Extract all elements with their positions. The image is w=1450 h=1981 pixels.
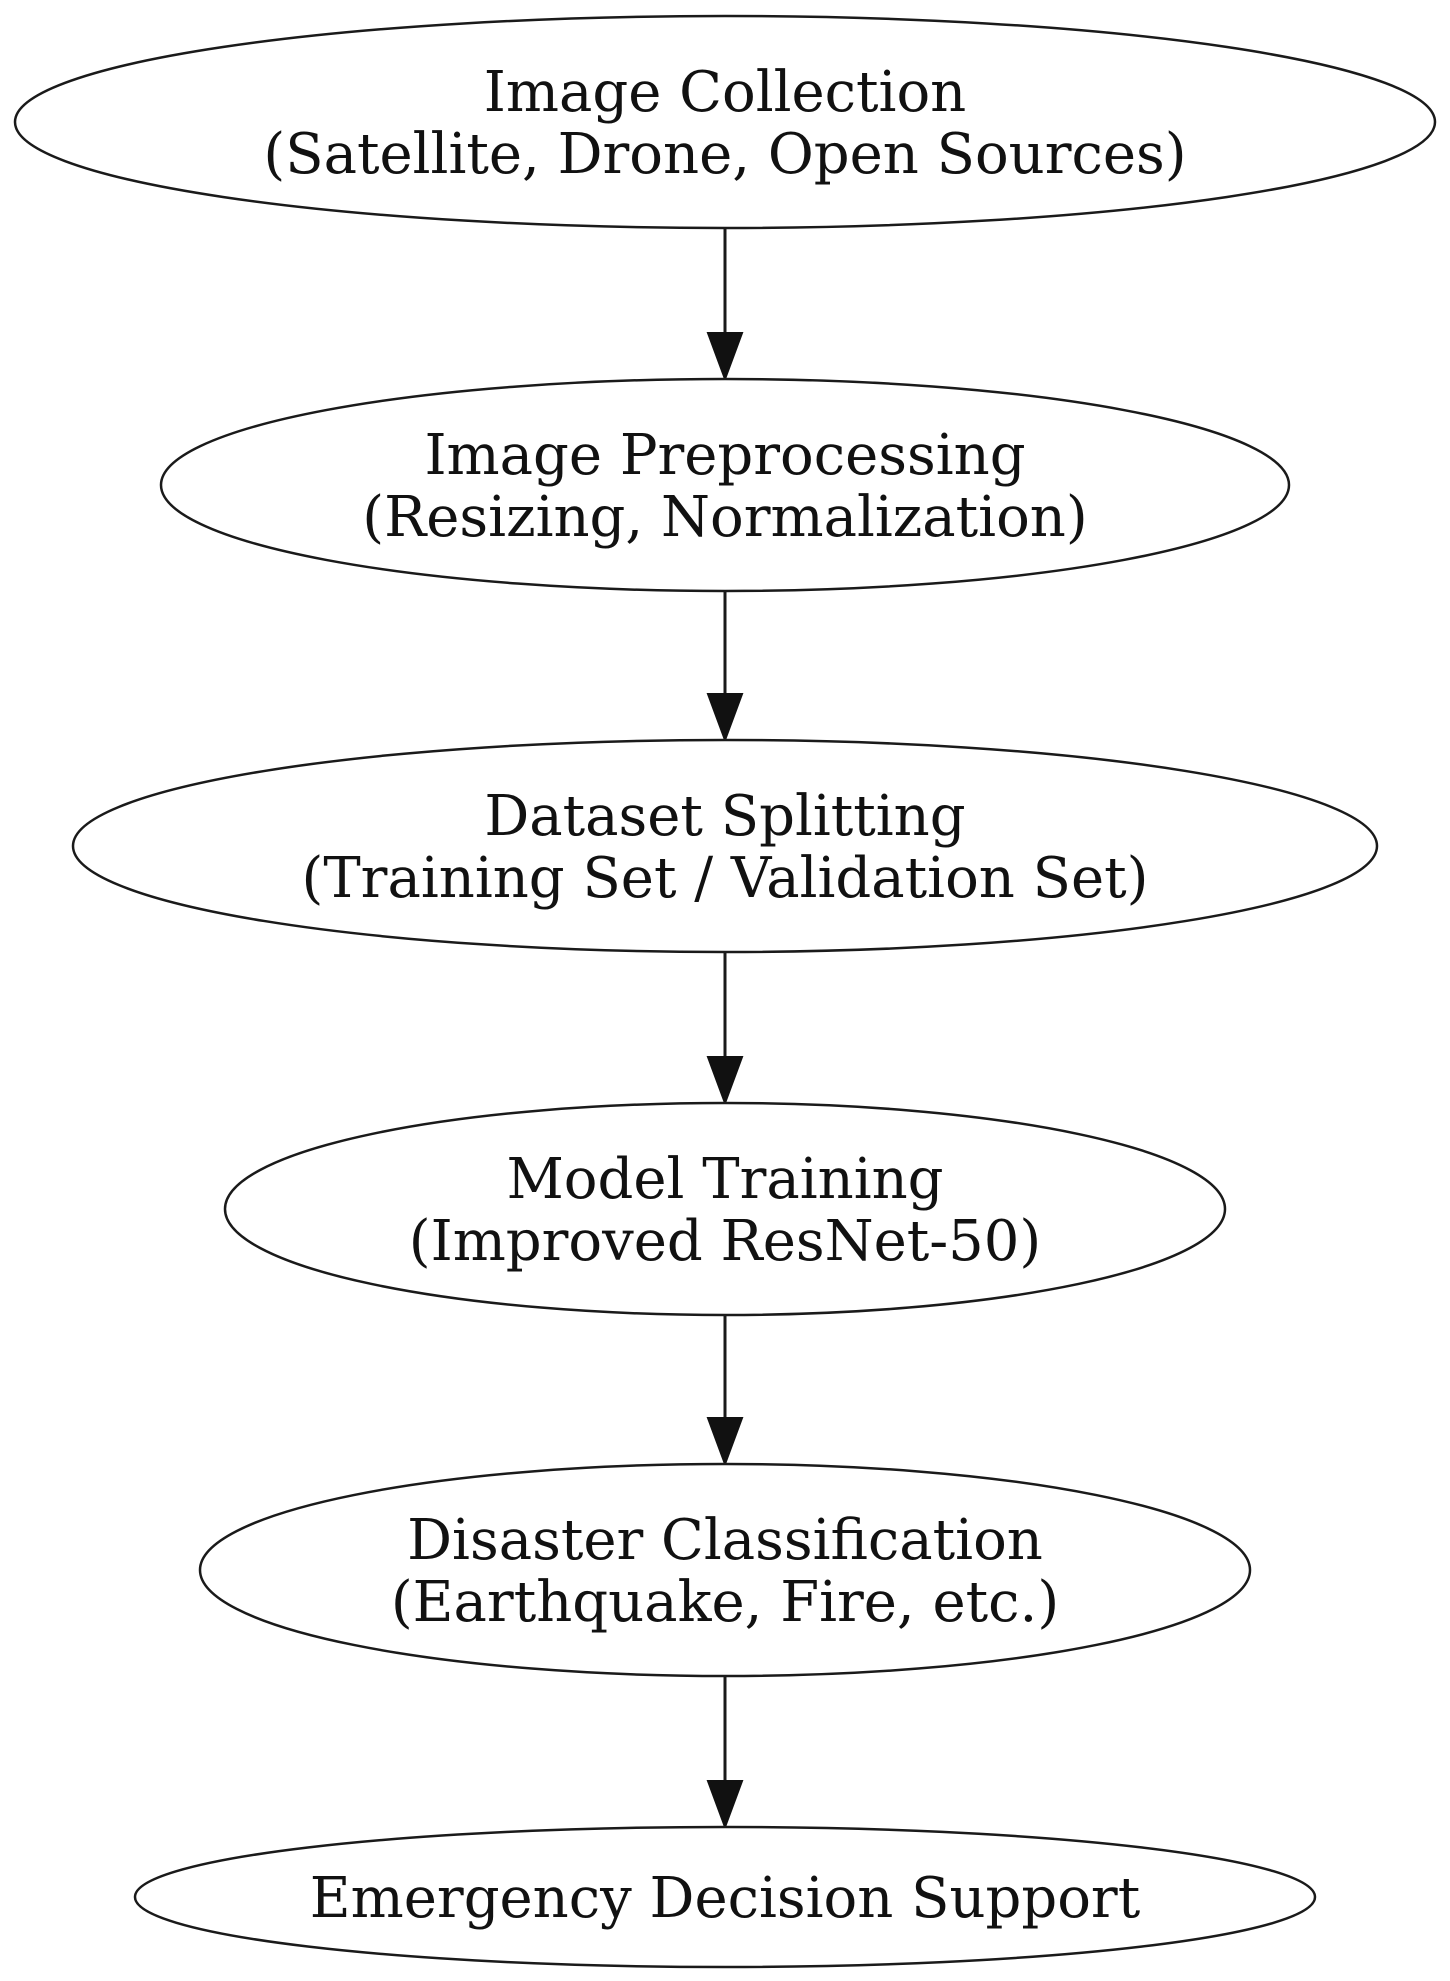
edge-arrow bbox=[706, 228, 744, 382]
node-image-collection: Image Collection(Satellite, Drone, Open … bbox=[13, 14, 1437, 230]
node-model-training: Model Training(Improved ResNet-50) bbox=[223, 1101, 1227, 1317]
edge-arrow bbox=[706, 952, 744, 1106]
node-subtitle: (Satellite, Drone, Open Sources) bbox=[263, 122, 1186, 187]
node-ellipse bbox=[13, 14, 1437, 230]
node-subtitle: (Resizing, Normalization) bbox=[362, 485, 1087, 550]
arrowhead-icon bbox=[706, 1056, 744, 1106]
node-ellipse bbox=[223, 1101, 1227, 1317]
node-emergency-decision-support: Emergency Decision Support bbox=[133, 1825, 1317, 1969]
node-title: Image Preprocessing bbox=[424, 423, 1025, 488]
node-disaster-classification: Disaster Classification(Earthquake, Fire… bbox=[198, 1462, 1252, 1678]
node-ellipse bbox=[71, 738, 1379, 954]
node-title: Model Training bbox=[506, 1147, 943, 1212]
node-image-preprocessing: Image Preprocessing(Resizing, Normalizat… bbox=[159, 377, 1291, 593]
node-title: Dataset Splitting bbox=[484, 784, 965, 849]
arrowhead-icon bbox=[706, 332, 744, 382]
nodes-layer: Image Collection(Satellite, Drone, Open … bbox=[13, 14, 1437, 1969]
node-title: Emergency Decision Support bbox=[310, 1866, 1141, 1931]
node-title: Image Collection bbox=[484, 60, 966, 125]
node-subtitle: (Training Set / Validation Set) bbox=[301, 846, 1148, 911]
arrowhead-icon bbox=[706, 1780, 744, 1830]
arrowhead-icon bbox=[706, 693, 744, 743]
arrowhead-icon bbox=[706, 1417, 744, 1467]
node-ellipse bbox=[159, 377, 1291, 593]
edge-arrow bbox=[706, 1676, 744, 1830]
node-ellipse bbox=[198, 1462, 1252, 1678]
node-ellipse bbox=[133, 1825, 1317, 1969]
edges-layer bbox=[706, 228, 744, 1830]
node-title: Disaster Classification bbox=[407, 1508, 1043, 1573]
edge-arrow bbox=[706, 1315, 744, 1467]
node-subtitle: (Improved ResNet-50) bbox=[409, 1209, 1042, 1274]
node-subtitle: (Earthquake, Fire, etc.) bbox=[391, 1570, 1059, 1635]
edge-arrow bbox=[706, 591, 744, 743]
node-dataset-splitting: Dataset Splitting(Training Set / Validat… bbox=[71, 738, 1379, 954]
